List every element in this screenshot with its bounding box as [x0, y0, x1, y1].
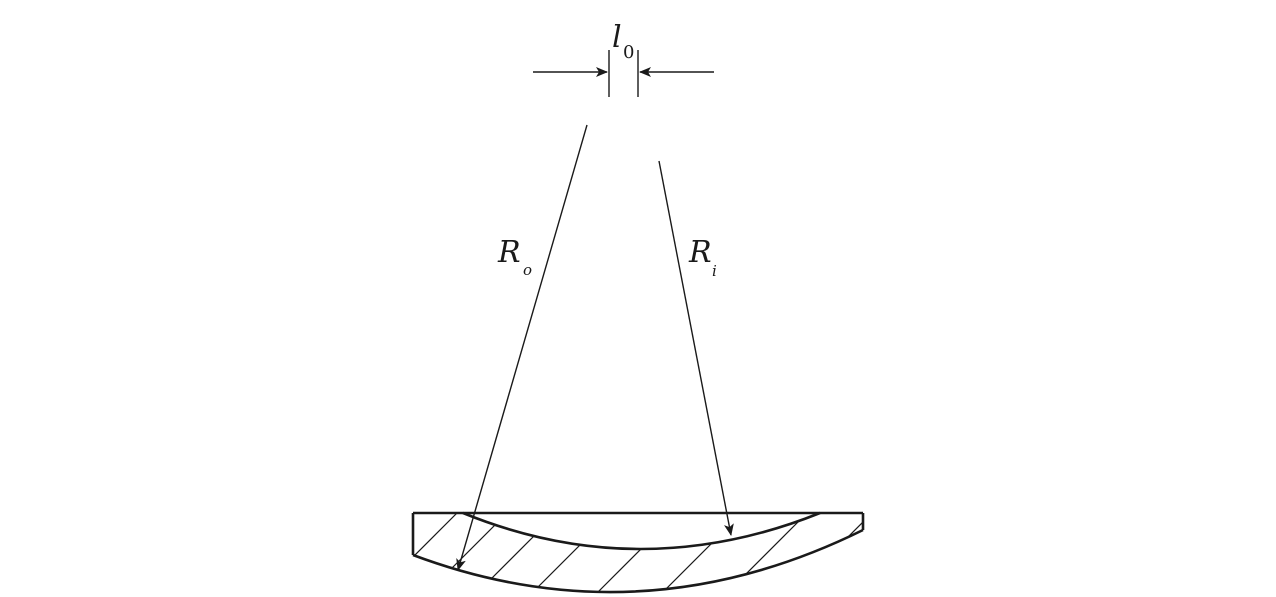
outer-radius-label-symbol: R	[497, 235, 521, 270]
outer-radius-arrow	[456, 124, 588, 571]
inner-radius: R i	[658, 160, 734, 536]
inner-radius-arrow	[658, 160, 734, 536]
outer-radius: R o	[456, 124, 588, 571]
offset-label-symbol: l	[612, 20, 622, 55]
lens-outer-surface	[412, 528, 864, 594]
lens-inner-surface	[462, 511, 821, 551]
lens-hatching	[413, 513, 863, 593]
inner-radius-label-subscript: i	[712, 262, 717, 280]
offset-dimension: l 0	[533, 20, 714, 97]
offset-label-subscript: 0	[623, 42, 634, 63]
lens-section	[411, 511, 865, 594]
inner-radius-label-symbol: R	[688, 235, 712, 270]
outer-radius-label-subscript: o	[523, 261, 532, 279]
